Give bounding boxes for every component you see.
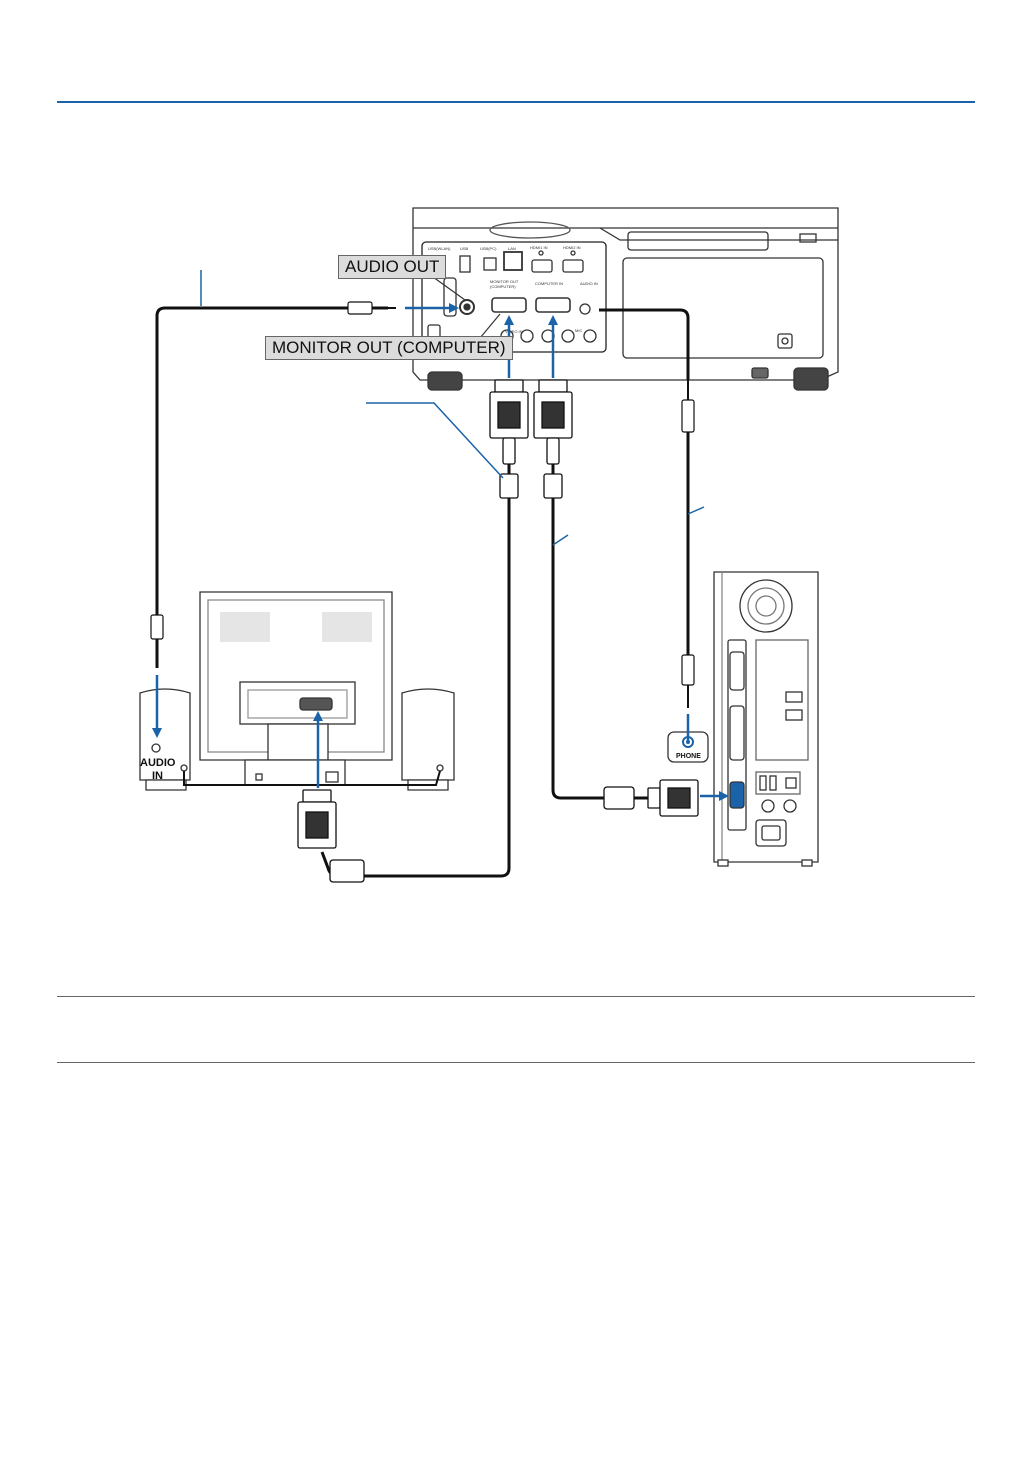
audio-label-leader (687, 506, 705, 515)
svg-text:AUDIO IN: AUDIO IN (580, 281, 598, 286)
vga-connector-icon (489, 379, 573, 499)
svg-text:USB(PC): USB(PC) (480, 246, 497, 251)
svg-text:HDMI1 IN: HDMI1 IN (530, 245, 548, 250)
vga-label-leader (552, 534, 569, 546)
audio-cable-pc (599, 308, 690, 655)
vga-cable-computer (551, 498, 648, 800)
svg-text:USB(WLAN): USB(WLAN) (428, 246, 451, 251)
vga-connector-icon (647, 779, 699, 817)
pc-phone-label: PHONE (676, 753, 701, 760)
projector-icon: USB(WLAN) USB USB(PC) LAN HDMI1 IN HDMI2 IN… (412, 207, 839, 391)
note-rule-top (57, 996, 975, 997)
header-rule (57, 101, 975, 103)
audio-out-callout: AUDIO OUT (338, 255, 447, 279)
monitor-out-callout: MONITOR OUT (COMPUTER) (265, 336, 513, 360)
ferrite-label-leader (366, 402, 504, 479)
speaker-audio-in-label: AUDIO (140, 757, 176, 769)
audio-plug-icon (150, 301, 396, 668)
svg-text:MONITOR OUT: MONITOR OUT (490, 279, 519, 284)
note-rule-bottom (57, 1062, 975, 1063)
svg-text:COMPUTER IN: COMPUTER IN (535, 281, 563, 286)
svg-text:MIC: MIC (575, 328, 582, 333)
speaker-link-cable (183, 770, 441, 786)
ferrite-core-icon (329, 786, 635, 883)
pc-tower-icon (713, 571, 819, 867)
svg-text:(COMPUTER): (COMPUTER) (490, 284, 516, 289)
audio-cable-projector-speaker (155, 306, 348, 615)
svg-text:HDMI2 IN: HDMI2 IN (563, 245, 581, 250)
speaker-audio-in-label-2: IN (152, 770, 163, 782)
svg-text:VIDEO IN: VIDEO IN (505, 329, 523, 334)
svg-text:USB: USB (460, 246, 469, 251)
svg-text:LAN: LAN (508, 246, 516, 251)
audio-plug-icon (681, 380, 695, 708)
speaker-icon (139, 688, 455, 791)
connection-arrows (152, 276, 729, 801)
monitor-icon (199, 591, 393, 786)
vga-connector-icon (297, 789, 337, 849)
